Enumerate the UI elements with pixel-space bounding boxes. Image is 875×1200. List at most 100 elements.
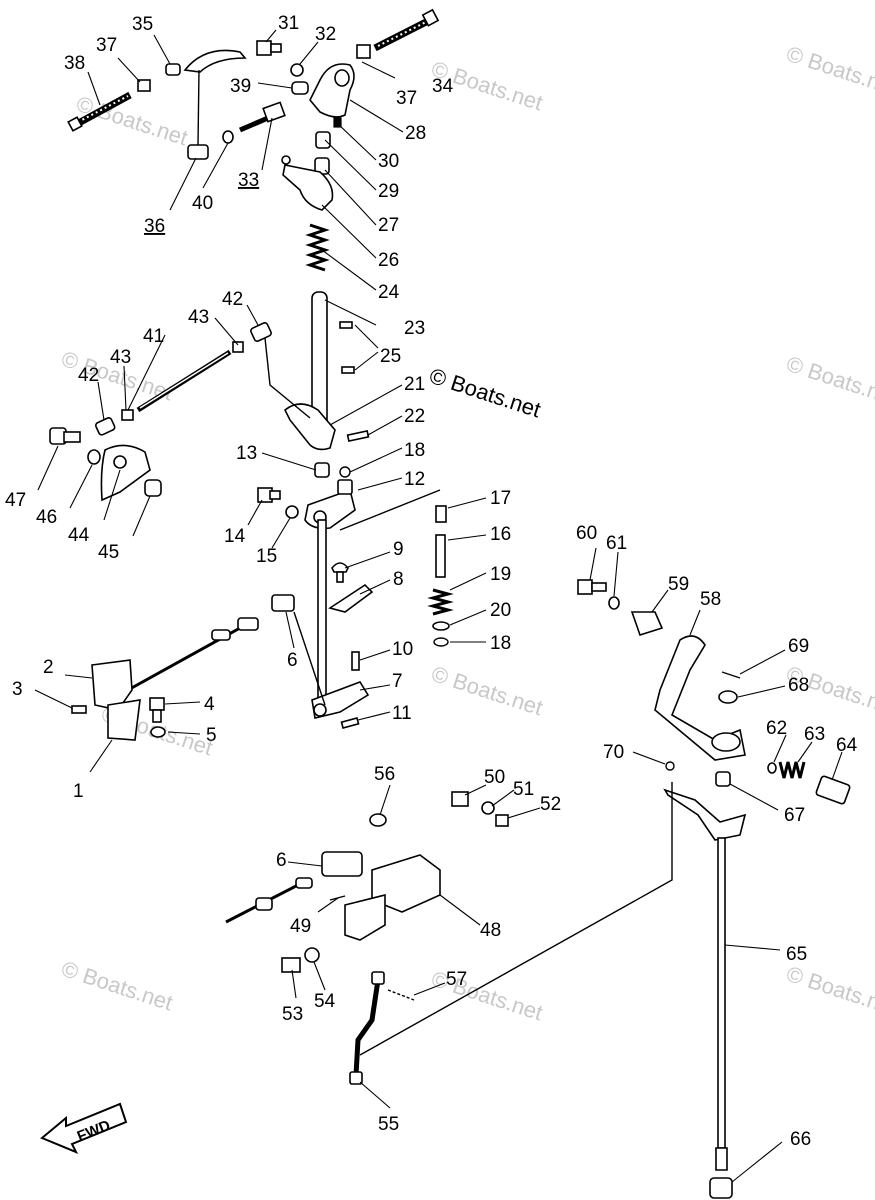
callout-16: 16 — [490, 524, 511, 545]
callout-42-upper: 42 — [222, 289, 243, 310]
callout-1: 1 — [73, 781, 84, 802]
pin-57-shape — [387, 989, 415, 1001]
watermark: © Boats.net — [73, 91, 190, 150]
washer-46-shape — [87, 449, 101, 465]
collar-35-shape — [165, 63, 181, 76]
callout-59: 59 — [668, 574, 689, 595]
callout-37-left: 37 — [96, 35, 117, 56]
collar-39-shape — [291, 81, 309, 95]
shift-rod-shape — [317, 519, 327, 701]
lever-26-shape — [282, 164, 334, 211]
callout-30: 30 — [378, 151, 399, 172]
callout-6-lower: 6 — [276, 850, 287, 871]
callout-54: 54 — [314, 991, 336, 1012]
pin-25a-shape — [339, 321, 353, 329]
callout-70: 70 — [603, 742, 624, 763]
leader-lines — [34, 29, 843, 1183]
callout-52: 52 — [540, 794, 561, 815]
watermark: © Boats.net — [783, 41, 875, 100]
callout-7: 7 — [392, 671, 403, 692]
callout-18-lower: 18 — [490, 633, 511, 654]
bushing-59-shape — [630, 611, 664, 636]
callout-40: 40 — [192, 193, 213, 214]
rod-end-33-shape — [262, 101, 286, 123]
callout-32: 32 — [315, 24, 336, 45]
bolt-4-shape — [149, 697, 165, 711]
callout-15: 15 — [256, 546, 277, 567]
collar-13-shape — [314, 462, 330, 478]
callout-56: 56 — [374, 764, 395, 785]
lever-8-shape — [328, 583, 374, 613]
watermark: © Boats.net — [428, 661, 545, 720]
callout-64: 64 — [836, 735, 858, 756]
callout-67: 67 — [784, 805, 805, 826]
bolt-34-shape — [373, 8, 440, 52]
washer-20-shape — [432, 621, 450, 631]
nut-52-shape — [495, 814, 509, 827]
shaft-16-shape — [435, 534, 446, 578]
washer-56-shape — [369, 813, 387, 827]
bracket-2-shape — [91, 659, 133, 711]
callout-60: 60 — [576, 523, 597, 544]
lever-12-shape — [304, 488, 356, 530]
callout-5: 5 — [206, 725, 217, 746]
callout-69: 69 — [788, 636, 809, 657]
washer-32-shape — [290, 63, 304, 77]
left-throttle-assembly — [49, 322, 311, 502]
lever-58-shape — [654, 635, 746, 761]
spring-24-shape — [305, 223, 330, 272]
callout-24: 24 — [378, 282, 400, 303]
joint-6-upper-shape — [271, 594, 295, 612]
callout-17: 17 — [490, 488, 511, 509]
middle-shift-assembly — [71, 479, 454, 741]
callout-23: 23 — [404, 318, 425, 339]
washer-54-shape — [304, 947, 320, 963]
washer-61-shape — [608, 596, 620, 610]
watermark-prominent: © Boats.net — [426, 363, 543, 422]
callout-20: 20 — [490, 600, 511, 621]
nut-43-right-shape — [232, 341, 244, 353]
callout-14: 14 — [224, 526, 246, 547]
pin-25b-shape — [341, 366, 355, 374]
callout-4: 4 — [204, 694, 215, 715]
watermark: © Boats.net — [783, 351, 875, 410]
washer-51-shape — [481, 801, 495, 815]
callout-37-right: 37 — [396, 88, 417, 109]
washer-40-shape — [222, 130, 234, 144]
callout-49: 49 — [290, 916, 311, 937]
callout-47: 47 — [5, 490, 26, 511]
nut-37-right-shape — [356, 44, 371, 59]
nut-43-left-shape — [121, 409, 134, 421]
callout-25: 25 — [380, 346, 401, 367]
bolt-38-shape — [67, 91, 132, 132]
callout-13: 13 — [236, 443, 257, 464]
callout-41: 41 — [143, 326, 164, 347]
nut-37-left-shape — [137, 79, 151, 92]
callout-42-lower: 42 — [78, 365, 99, 386]
callout-62: 62 — [766, 718, 787, 739]
callout-34: 34 — [432, 76, 454, 97]
callout-26: 26 — [378, 250, 399, 271]
collar-29-shape — [315, 131, 331, 149]
bolt-50-shape — [451, 791, 469, 807]
callout-51: 51 — [513, 779, 534, 800]
bracket-top-left — [183, 49, 247, 73]
callout-10: 10 — [392, 639, 413, 660]
callout-2: 2 — [43, 657, 54, 678]
rod-65-shape — [717, 837, 726, 1149]
callout-57: 57 — [446, 969, 467, 990]
callout-3: 3 — [12, 679, 23, 700]
bolt-17-shape — [435, 505, 447, 523]
callout-12: 12 — [404, 469, 425, 490]
spring-19-shape — [427, 588, 454, 616]
fwd-arrow: FWD — [40, 1102, 128, 1154]
lever-44-shape — [100, 444, 151, 502]
callout-36: 36 — [144, 216, 165, 237]
washer-15-shape — [285, 505, 299, 519]
callout-labels: 1 2 3 4 5 6 6 7 8 9 10 11 12 13 14 15 16… — [5, 13, 858, 1150]
callout-6-upper: 6 — [287, 650, 298, 671]
bolt-9-shape — [331, 562, 349, 573]
pin-69-shape — [721, 671, 741, 679]
callout-43-lower: 43 — [110, 347, 131, 368]
bolt-60-shape — [577, 579, 593, 595]
